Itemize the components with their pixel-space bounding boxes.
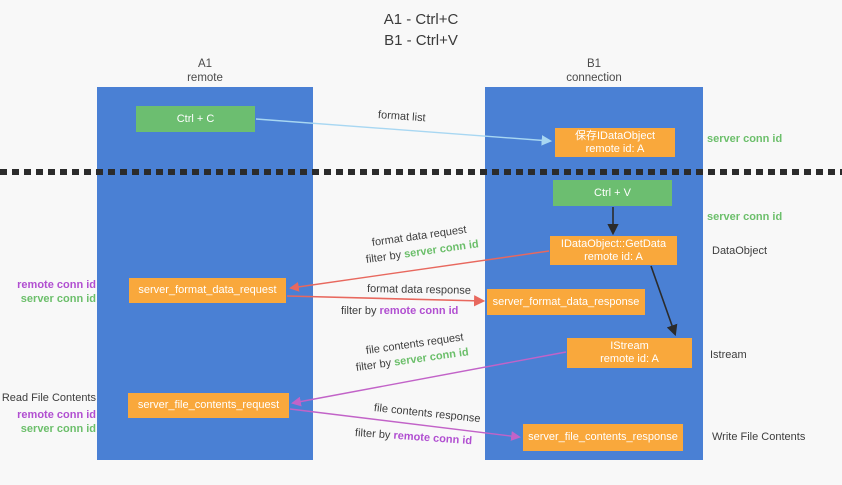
remote-conn-id-text: remote conn id [379, 305, 459, 317]
label-server-conn-id-mid-right: server conn id [707, 211, 783, 223]
label-server-conn-id-left-1: server conn id [20, 293, 96, 305]
node-server-file-contents-request: server_file_contents_request [128, 393, 289, 418]
title-line-1: A1 - Ctrl+C [383, 11, 459, 28]
label-format-data-response: format data response [366, 283, 472, 297]
node-server-file-contents-response: server_file_contents_response [523, 424, 683, 451]
arrow-format-data-response [286, 295, 486, 307]
label-remote-conn-id-left-2: remote conn id [17, 409, 96, 421]
node-getdata-line1: IDataObject::GetData [560, 237, 667, 250]
node-file-request-label: server_file_contents_request [137, 399, 280, 411]
filter-by-text: filter by [341, 305, 377, 317]
label-filter-by-remote-conn-id-2: filter by remote conn id [355, 427, 473, 447]
node-save-idataobject-line2: remote id: A [585, 142, 645, 155]
label-server-conn-id-left-2: server conn id [20, 423, 96, 435]
title-line-2: B1 - Ctrl+V [384, 32, 458, 49]
label-format-list: format list [377, 109, 426, 125]
machine-separator-dotted-line [0, 169, 842, 175]
node-ctrl-v: Ctrl + V [553, 180, 672, 206]
left-conn-id-block-1: remote conn id server conn id [0, 278, 96, 306]
column-a1-name: A1 [197, 58, 213, 70]
column-header-a1: A1 remote [155, 57, 255, 85]
label-write-file-contents: Write File Contents [712, 431, 806, 443]
label-filter-by-remote-conn-id-1: filter by remote conn id [341, 305, 458, 317]
node-format-request-label: server_format_data_request [138, 284, 277, 296]
node-ctrl-c: Ctrl + C [136, 106, 255, 132]
label-istream: Istream [710, 349, 747, 361]
node-istream-line1: IStream [610, 340, 649, 352]
node-idataobject-getdata: IDataObject::GetData remote id: A [550, 236, 677, 265]
node-file-response-label: server_file_contents_response [528, 431, 678, 443]
node-server-format-data-response: server_format_data_response [487, 289, 645, 315]
node-getdata-line2: remote id: A [584, 250, 643, 263]
node-ctrl-v-label: Ctrl + V [594, 186, 631, 199]
node-istream-line2: remote id: A [600, 353, 659, 365]
remote-conn-id-text: remote conn id [393, 429, 473, 448]
column-b1-sub: connection [566, 72, 622, 84]
node-save-idataobject-line1: 保存IDataObject [574, 129, 656, 142]
filter-by-text: filter by [354, 427, 391, 442]
filter-by-text: filter by [365, 249, 402, 266]
node-server-format-data-request: server_format_data_request [129, 278, 286, 303]
label-read-file-contents: Read File Contents [1, 392, 96, 404]
filter-by-text: filter by [355, 357, 392, 374]
node-format-response-label: server_format_data_response [492, 295, 640, 308]
diagram-title: A1 - Ctrl+C B1 - Ctrl+V [0, 9, 842, 51]
node-istream: IStream remote id: A [567, 338, 692, 368]
left-conn-id-block-2: Read File Contents remote conn id server… [0, 391, 96, 436]
node-save-idataobject: 保存IDataObject remote id: A [555, 128, 675, 157]
label-dataobject: DataObject [712, 245, 768, 257]
node-ctrl-c-label: Ctrl + C [176, 112, 215, 125]
column-header-b1: B1 connection [544, 57, 644, 85]
label-file-contents-response: file contents response [373, 402, 482, 426]
label-remote-conn-id-left-1: remote conn id [17, 279, 96, 291]
column-b1-name: B1 [586, 58, 602, 70]
column-a1-sub: remote [187, 72, 223, 84]
label-server-conn-id-top-right: server conn id [707, 133, 783, 145]
